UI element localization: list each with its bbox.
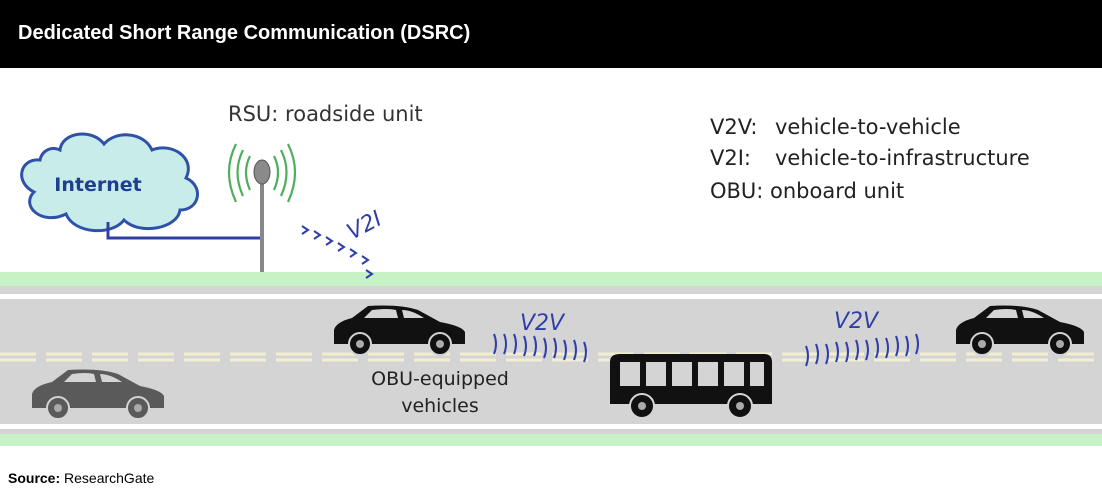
car-black-right: [956, 305, 1084, 356]
road-edge-line-top: [0, 294, 1102, 299]
v2v-label-right: V2V: [834, 309, 880, 334]
legend-meaning-v2i: vehicle-to-infrastructure: [775, 146, 1030, 170]
page-title: Dedicated Short Range Communication (DSR…: [18, 22, 471, 44]
bus: [610, 354, 772, 419]
road: [0, 286, 1102, 434]
internet-cloud: Internet: [20, 132, 199, 233]
internet-label: Internet: [54, 174, 141, 196]
v2v-label-left: V2V: [520, 311, 566, 336]
legend-abbr-v2i: V2I:: [710, 146, 751, 170]
rsu-tower: [227, 143, 297, 272]
car-grey-left: [32, 369, 164, 420]
rsu-signal-waves: [227, 143, 297, 203]
car-black-left: [334, 305, 465, 356]
obu-label-line2: vehicles: [401, 395, 479, 417]
obu-label-line1: OBU-equipped: [371, 368, 509, 390]
legend-meaning-obu: onboard unit: [770, 179, 904, 203]
v2v-signal-right: [805, 333, 919, 367]
legend-meaning-v2v: vehicle-to-vehicle: [775, 115, 961, 139]
source-value: ResearchGate: [64, 470, 155, 486]
grass-strip-bottom: [0, 434, 1102, 446]
source-label: Source:: [8, 470, 61, 486]
internet-wire: [106, 222, 262, 240]
legend: V2V: vehicle-to-vehicle V2I: vehicle-to-…: [710, 115, 1030, 203]
dsrc-diagram: Internet RSU: roadside unit V2I V2V: veh…: [0, 102, 1102, 446]
v2v-signal-left: [493, 333, 587, 363]
v2i-signal: [301, 225, 374, 279]
road-edge-line-bottom: [0, 424, 1102, 429]
legend-abbr-v2v: V2V:: [710, 115, 757, 139]
rsu-label: RSU: roadside unit: [228, 102, 423, 126]
legend-abbr-obu: OBU:: [710, 179, 763, 203]
source-note: Source: ResearchGate: [8, 470, 154, 486]
grass-strip-top: [0, 272, 1102, 286]
v2i-label: V2I: [343, 207, 386, 246]
title-bar: Dedicated Short Range Communication (DSR…: [0, 0, 1102, 68]
